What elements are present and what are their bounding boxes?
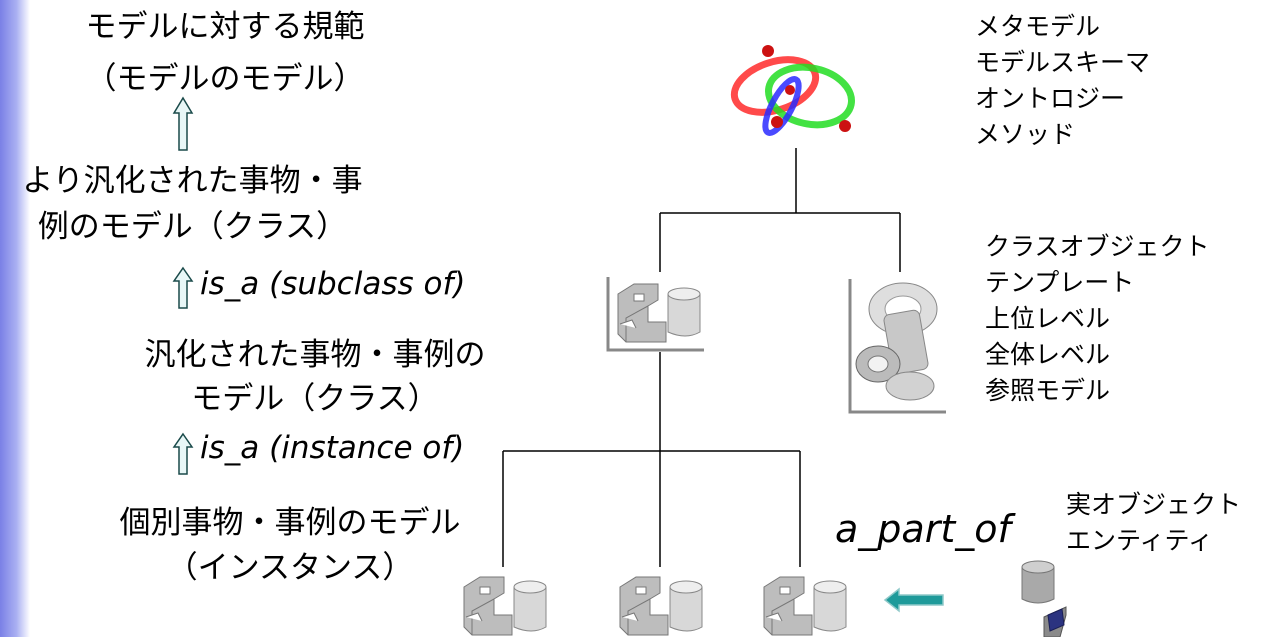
general-class-line2: 例のモデル（クラス） <box>37 209 348 245</box>
class-line2: モデル（クラス） <box>191 381 439 417</box>
meta-model-rings-image <box>730 45 855 136</box>
class-model-block-image <box>606 277 704 352</box>
real-object-label: 実オブジェクト <box>1066 490 1242 519</box>
up-arrow-icon <box>172 96 194 151</box>
instance-block-image <box>463 576 547 636</box>
general-class-line1: より汎化された事物・事 <box>22 163 363 199</box>
meta-model-title: モデルに対する規範 <box>85 9 365 45</box>
up-arrow-icon <box>172 266 194 309</box>
part-of-relation-label: a_part_of <box>835 507 1011 551</box>
real-object-parts-image <box>1021 560 1067 637</box>
meta-model-subtitle: （モデルのモデル） <box>85 61 365 97</box>
class-object-label: クラスオブジェクト <box>985 232 1210 261</box>
instance-line2: （インスタンス） <box>166 550 414 586</box>
class-object-label: 上位レベル <box>985 304 1111 333</box>
meta-label: メソッド <box>975 120 1076 149</box>
instance-relation-label: is_a (instance of) <box>200 430 465 466</box>
class-object-bearing-image <box>848 279 946 414</box>
class-object-label: 参照モデル <box>985 376 1111 405</box>
class-object-label: 全体レベル <box>985 340 1111 369</box>
class-object-label-group: クラスオブジェクト テンプレート 上位レベル 全体レベル 参照モデル <box>985 229 1210 409</box>
instance-block-image <box>763 576 847 636</box>
left-gradient-bar <box>0 0 30 637</box>
class-object-label: テンプレート <box>985 268 1135 297</box>
up-arrow-icon <box>172 432 194 475</box>
meta-label: モデルスキーマ <box>975 48 1151 77</box>
real-object-label: エンティティ <box>1066 526 1214 555</box>
instance-block-image <box>619 576 703 636</box>
subclass-relation-label: is_a (subclass of) <box>200 266 466 302</box>
meta-label: メタモデル <box>975 12 1101 41</box>
instance-line1: 個別事物・事例のモデル <box>119 505 461 541</box>
real-object-label-group: 実オブジェクト エンティティ <box>1066 487 1241 559</box>
meta-label-group: メタモデル モデルスキーマ オントロジー メソッド <box>975 9 1150 153</box>
class-line1: 汎化された事物・事例の <box>144 337 486 373</box>
meta-label: オントロジー <box>975 84 1126 113</box>
left-arrow-icon <box>883 587 944 613</box>
